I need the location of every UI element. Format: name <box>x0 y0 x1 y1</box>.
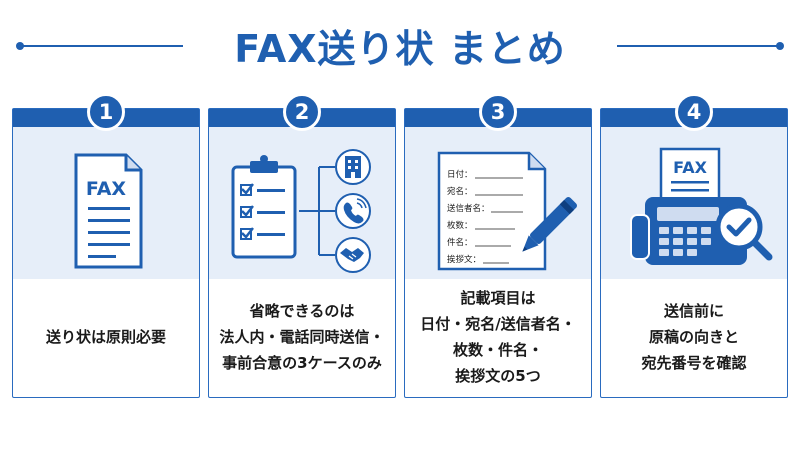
fax-doc-label: FAX <box>86 178 127 200</box>
card-text-line: 送り状は原則必要 <box>45 328 166 346</box>
form-field-label: 送信者名： <box>447 203 490 214</box>
magnifier-check-icon <box>715 203 773 261</box>
card-text-line: 法人内・電話同時送信・ <box>219 328 385 346</box>
card-text-line: 記載項目は <box>460 289 536 307</box>
form-field-label: 枚数： <box>447 220 473 231</box>
form-field-label: 宛名： <box>447 186 473 197</box>
fax-document-icon: FAX <box>74 153 143 269</box>
card-3-text: 記載項目は 日付・宛名/送信者名・ 枚数・件名・ 挨拶文の5つ <box>411 281 585 393</box>
card-1: 1 FAX 送り状は原則必要 <box>12 93 200 398</box>
form-field-label: 挨拶文： <box>447 254 481 265</box>
fax-paper-label: FAX <box>673 158 707 177</box>
card-4: 4 FAX 送信前に 原稿の向きと 宛先番号を確認 <box>600 93 788 398</box>
card-text-line: 宛先番号を確認 <box>641 354 747 372</box>
card-text-line: 原稿の向きと <box>648 328 739 346</box>
card-text-line: 事前合意の3ケースのみ <box>222 354 382 372</box>
handshake-icon <box>335 237 371 273</box>
form-field-label: 件名： <box>447 237 473 248</box>
card-3: 3 日付： 宛名： 送信者名： 枚数： 件名： 挨拶文： 記載項目は <box>404 93 592 398</box>
title-rule-right <box>617 42 784 50</box>
card-text-line: 挨拶文の5つ <box>455 367 541 385</box>
building-icon <box>335 149 371 185</box>
card-1-text: 送り状は原則必要 <box>19 281 193 393</box>
phone-icon <box>335 193 371 229</box>
card-text-line: 送信前に <box>663 302 724 320</box>
title-rule-left <box>16 42 183 50</box>
form-document-pen-icon: 日付： 宛名： 送信者名： 枚数： 件名： 挨拶文： <box>437 151 577 271</box>
step-number-badge: 2 <box>283 93 321 131</box>
card-text-line: 日付・宛名/送信者名・ <box>420 315 576 333</box>
step-number-badge: 1 <box>87 93 125 131</box>
card-2-text: 省略できるのは 法人内・電話同時送信・ 事前合意の3ケースのみ <box>215 281 389 393</box>
pen-icon <box>522 197 577 252</box>
step-number-badge: 3 <box>479 93 517 131</box>
title-row: FAX送り状 まとめ <box>0 18 800 71</box>
form-field-label: 日付： <box>447 169 473 180</box>
clipboard-checklist-icon <box>231 149 371 273</box>
card-2: 2 <box>208 93 396 398</box>
fax-machine-magnifier-icon: FAX <box>630 147 773 265</box>
card-4-text: 送信前に 原稿の向きと 宛先番号を確認 <box>607 281 781 393</box>
card-text-line: 枚数・件名・ <box>452 341 543 359</box>
page-title: FAX送り状 まとめ <box>234 27 566 71</box>
step-number-badge: 4 <box>675 93 713 131</box>
card-text-line: 省略できるのは <box>249 302 355 320</box>
